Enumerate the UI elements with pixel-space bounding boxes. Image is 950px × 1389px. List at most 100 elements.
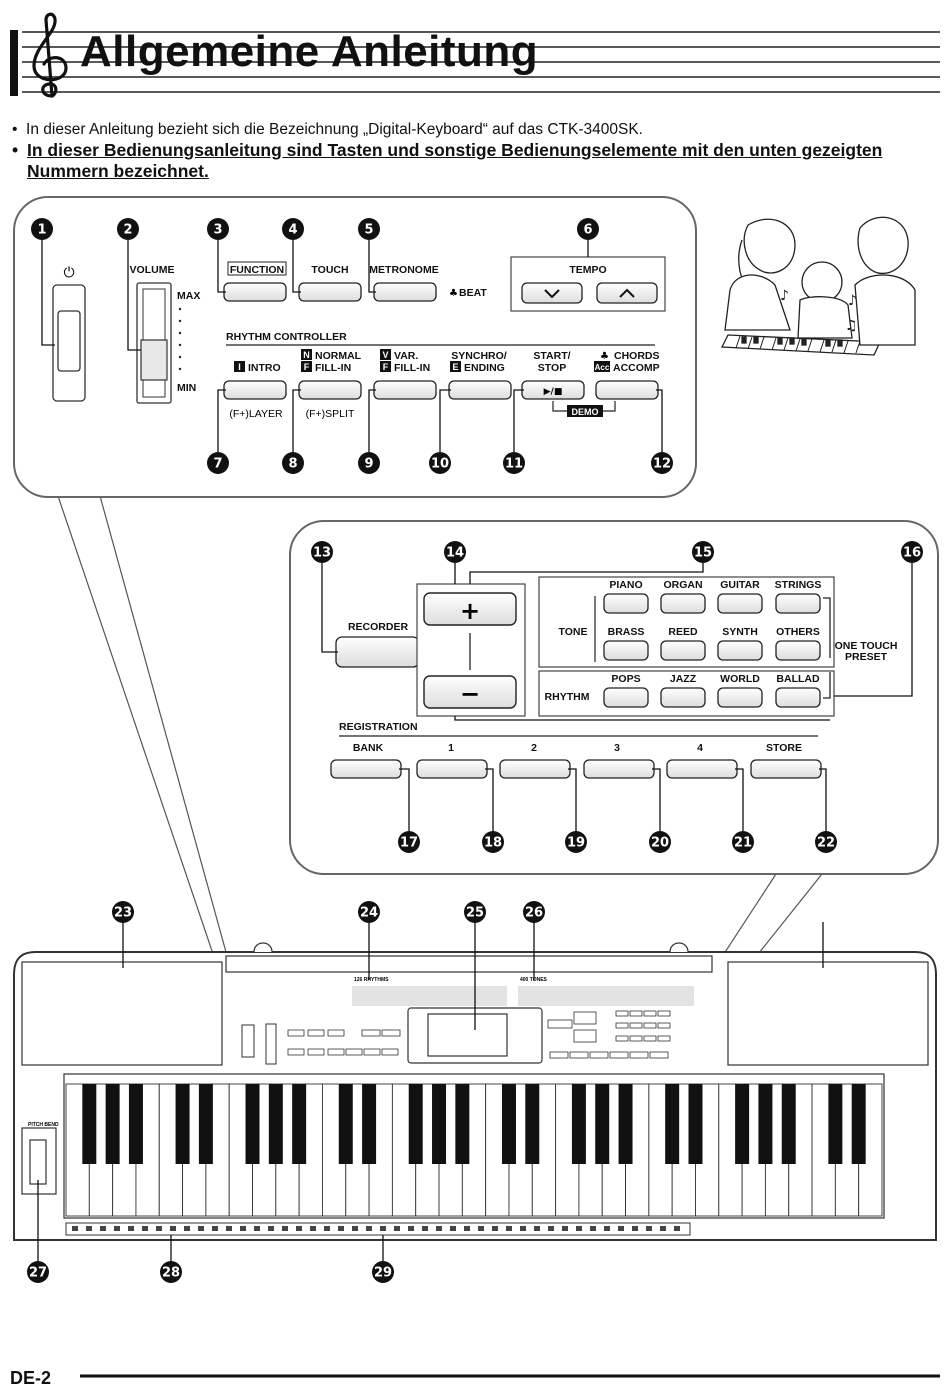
tone-guitar-label: GUITAR [720, 579, 760, 591]
black-key[interactable] [665, 1084, 680, 1164]
percussion-icon [352, 1226, 358, 1231]
var-key-badge: V [382, 350, 388, 360]
svg-text:28: 28 [162, 1266, 180, 1281]
callout-26: 26 [523, 901, 545, 923]
percussion-icon [268, 1226, 274, 1231]
black-key[interactable] [735, 1084, 750, 1164]
black-key[interactable] [268, 1084, 283, 1164]
callout-12: 12 [651, 452, 673, 474]
callout-24: 24 [358, 901, 380, 923]
touch-button [298, 282, 362, 302]
play-stop-icon: ▶/■ [544, 387, 563, 397]
black-key[interactable] [292, 1084, 307, 1164]
svg-text:20: 20 [651, 836, 669, 851]
black-key[interactable] [408, 1084, 423, 1164]
minus-button [423, 675, 517, 709]
black-key[interactable] [338, 1084, 353, 1164]
percussion-icon [590, 1226, 596, 1231]
var-label: VAR. [394, 350, 418, 362]
rhythm-controller-label: RHYTHM CONTROLLER [226, 331, 347, 343]
black-key[interactable] [105, 1084, 120, 1164]
callout-10: 10 [429, 452, 451, 474]
callout-1: 1 [31, 218, 53, 240]
svg-text:25: 25 [466, 906, 484, 921]
tone-reed-label: REED [668, 626, 698, 638]
black-key[interactable] [245, 1084, 260, 1164]
normal-key-badge: N [303, 350, 310, 360]
percussion-icon [156, 1226, 162, 1231]
callout-25: 25 [464, 901, 486, 923]
volume-slider-knob [140, 339, 168, 381]
percussion-icon [198, 1226, 204, 1231]
reg-3-button [583, 759, 655, 779]
ending-key-badge: E [452, 362, 458, 372]
black-key[interactable] [501, 1084, 516, 1164]
percussion-icon [632, 1226, 638, 1231]
tone-strings-label: STRINGS [775, 579, 822, 591]
metronome-label: METRONOME [369, 264, 438, 276]
chords-label: CHORDS [614, 350, 660, 362]
pitch-bend-label: PITCH BEND [28, 1122, 59, 1128]
tempo-label: TEMPO [569, 264, 606, 276]
black-key[interactable] [198, 1084, 213, 1164]
percussion-icon [226, 1226, 232, 1231]
preset-label: PRESET [845, 651, 888, 663]
percussion-icon [618, 1226, 624, 1231]
black-key[interactable] [851, 1084, 866, 1164]
percussion-icon [548, 1226, 554, 1231]
rhythm-label: RHYTHM [545, 691, 590, 703]
black-key[interactable] [571, 1084, 586, 1164]
tone-piano-label: PIANO [609, 579, 642, 591]
page-title: Allgemeine Anleitung [80, 27, 539, 76]
callout-23: 23 [112, 901, 134, 923]
callout-2: 2 [117, 218, 139, 240]
percussion-icon [534, 1226, 540, 1231]
reg-store-label: STORE [766, 742, 802, 754]
callout-19: 19 [565, 831, 587, 853]
black-key[interactable] [758, 1084, 773, 1164]
bullet-2-dot: • [12, 140, 19, 160]
percussion-icon [338, 1226, 344, 1231]
svg-text:14: 14 [446, 546, 464, 561]
svg-text:4: 4 [288, 223, 297, 238]
tempo-down-button [521, 282, 583, 304]
volume-scale-dots [178, 307, 182, 371]
tone-synth-label: SYNTH [722, 626, 758, 638]
music-stand-slot [225, 955, 713, 973]
reg-bank-button [330, 759, 402, 779]
registration-label: REGISTRATION [339, 721, 418, 733]
black-key[interactable] [688, 1084, 703, 1164]
title-bar [10, 12, 940, 98]
layer-label: (F+)LAYER [229, 408, 283, 420]
black-key[interactable] [525, 1084, 540, 1164]
fill-key-badge-2: F [383, 362, 389, 372]
black-key[interactable] [128, 1084, 143, 1164]
black-key[interactable] [781, 1084, 796, 1164]
svg-text:6: 6 [583, 223, 592, 238]
normal-label: NORMAL [315, 350, 362, 362]
black-key[interactable] [595, 1084, 610, 1164]
tone-piano-button [603, 593, 649, 614]
svg-text:22: 22 [817, 836, 835, 851]
touch-label: TOUCH [311, 264, 348, 276]
percussion-icon [128, 1226, 134, 1231]
callout-8: 8 [282, 452, 304, 474]
black-key[interactable] [82, 1084, 97, 1164]
tone-strings-button [775, 593, 821, 614]
callout-11: 11 [503, 452, 525, 474]
tone-brass-label: BRASS [608, 626, 645, 638]
black-key[interactable] [362, 1084, 377, 1164]
callout-28: 28 [160, 1261, 182, 1283]
svg-text:18: 18 [484, 836, 502, 851]
svg-text:5: 5 [364, 223, 373, 238]
black-key[interactable] [175, 1084, 190, 1164]
black-key[interactable] [432, 1084, 447, 1164]
black-key[interactable] [618, 1084, 633, 1164]
callout-3: 3 [207, 218, 229, 240]
tone-synth-button [717, 640, 763, 661]
callout-21: 21 [732, 831, 754, 853]
bullet-2-line2: Nummern bezeichnet. [27, 161, 209, 181]
black-key[interactable] [828, 1084, 843, 1164]
black-key[interactable] [455, 1084, 470, 1164]
